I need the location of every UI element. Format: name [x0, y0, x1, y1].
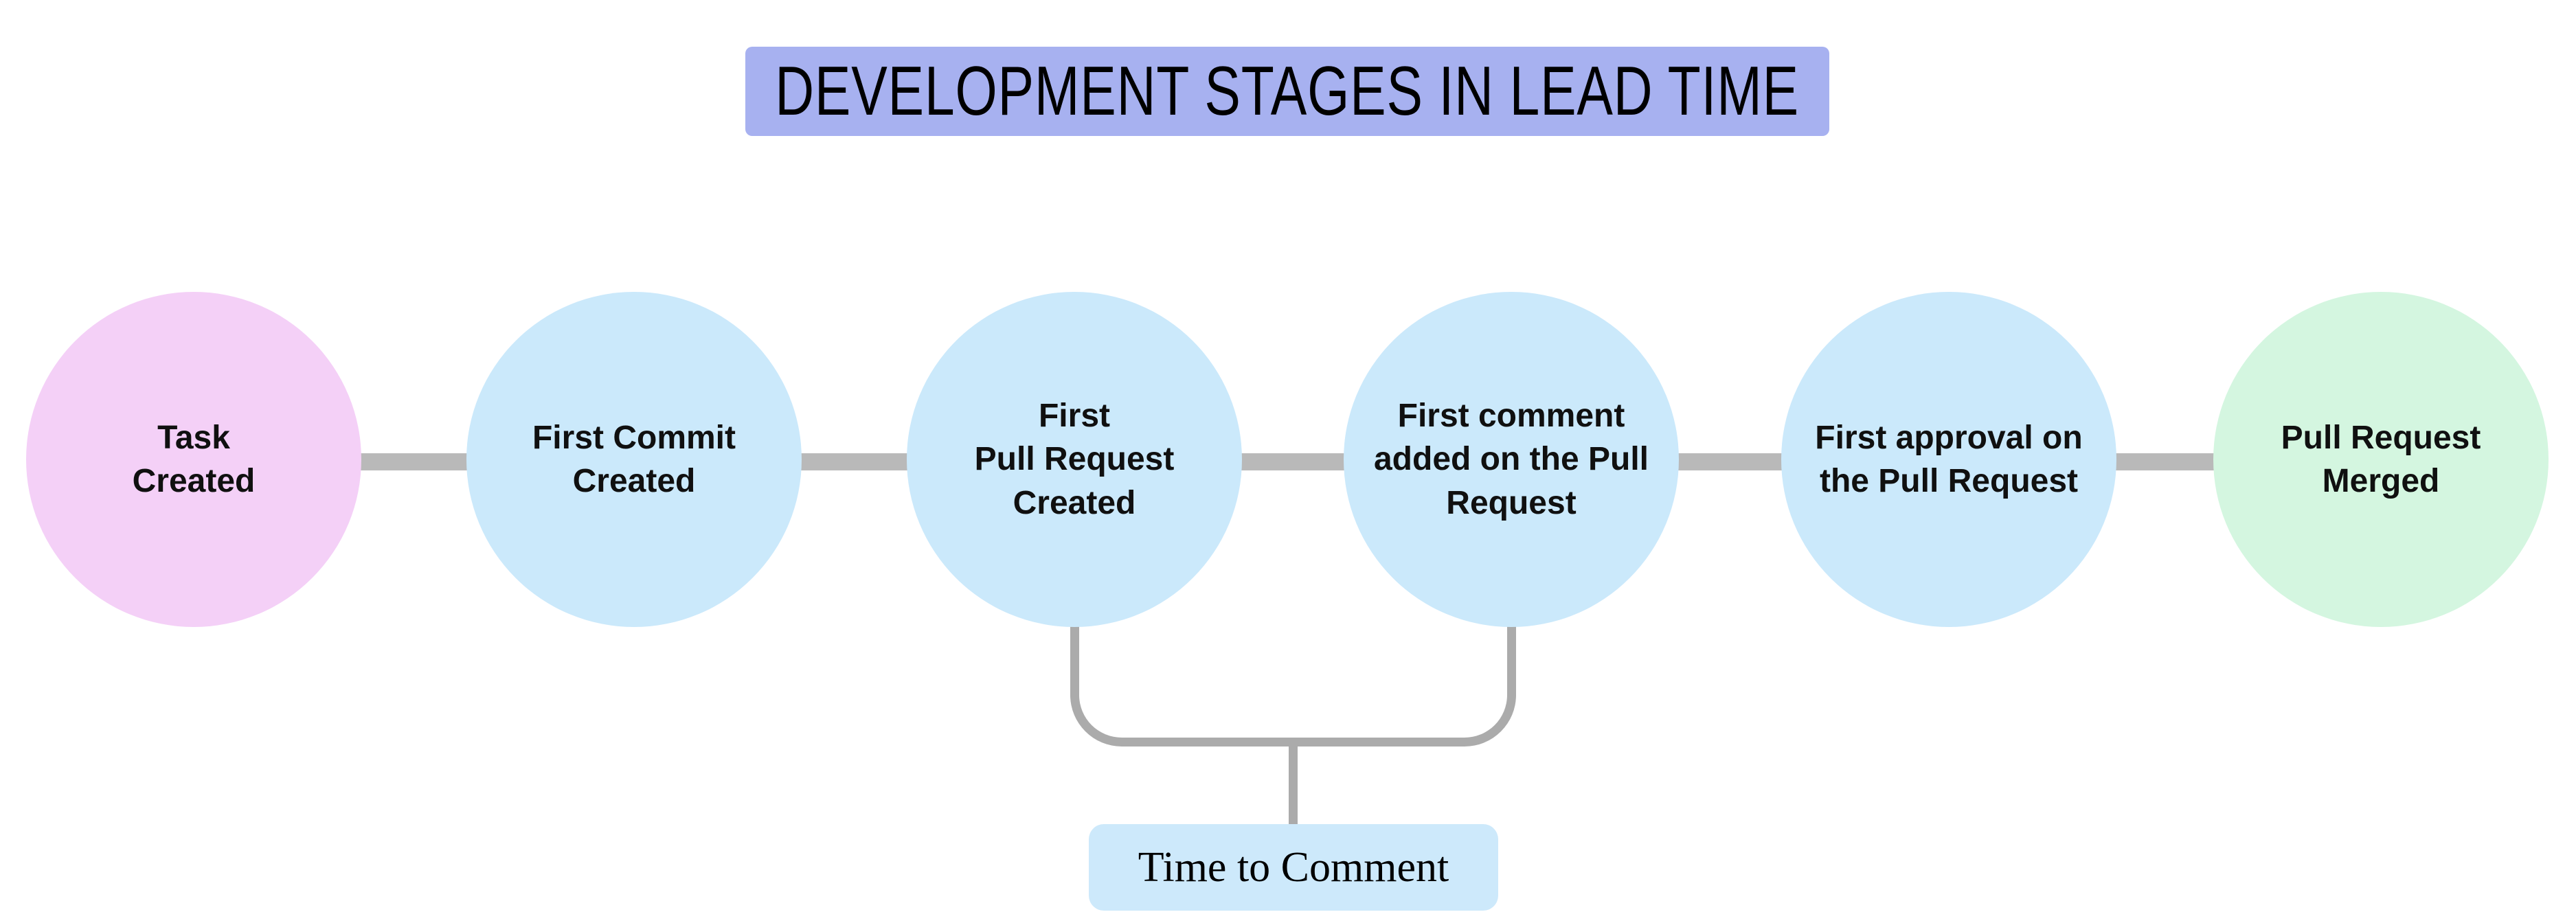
time-to-comment-text: Time to Comment [1138, 843, 1449, 891]
stage-circle-first-pull-request-created: First Pull Request Created [907, 292, 1242, 627]
stage-circle-pull-request-merged: Pull Request Merged [2213, 292, 2549, 627]
diagram-title-banner: DEVELOPMENT STAGES IN LEAD TIME [745, 47, 1829, 136]
stage-label: First Commit Created [532, 419, 736, 499]
stage-circle-first-comment-added: First comment added on the Pull Request [1344, 292, 1679, 627]
stage-label: First approval on the Pull Request [1815, 419, 2083, 499]
stage-label: Task Created [132, 419, 256, 499]
time-to-comment-label: Time to Comment [1089, 824, 1498, 911]
bracket-stem [1289, 745, 1298, 826]
stage-circle-first-approval: First approval on the Pull Request [1781, 292, 2116, 627]
stage-label: First comment added on the Pull Request [1373, 397, 1649, 521]
stage-circle-task-created: Task Created [26, 292, 361, 627]
stage-label: First Pull Request Created [974, 397, 1175, 521]
stage-label: Pull Request Merged [2281, 419, 2481, 499]
diagram-title: DEVELOPMENT STAGES IN LEAD TIME [775, 52, 1800, 130]
stage-circle-first-commit-created: First Commit Created [466, 292, 802, 627]
bracket [1070, 626, 1516, 747]
